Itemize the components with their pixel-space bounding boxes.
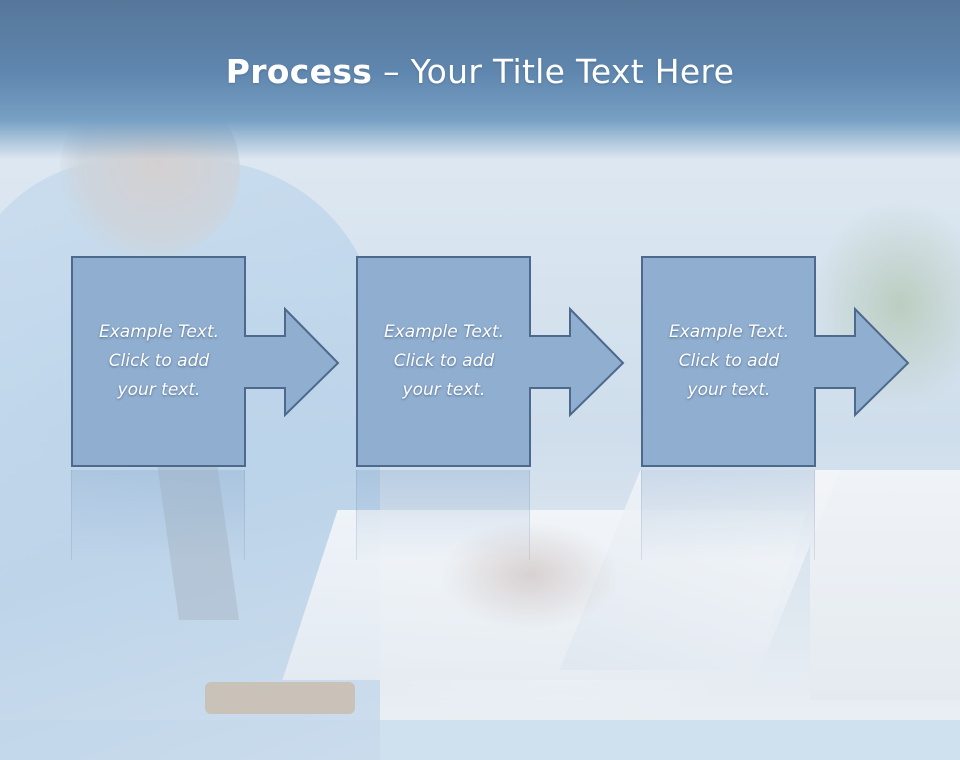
process-steps: Example Text. Click to add your text. Ex… [71,256,911,560]
background-hands [440,520,620,630]
process-step-1[interactable]: Example Text. Click to add your text. [71,256,341,468]
slide-title[interactable]: Process – Your Title Text Here [0,52,960,91]
step-3-arrow-shape [641,256,910,467]
step-2-reflection [356,470,530,560]
slide-title-rest: – Your Title Text Here [372,52,735,91]
process-step-2[interactable]: Example Text. Click to add your text. [356,256,626,468]
step-3-text[interactable]: Example Text. Click to add your text. [668,321,790,400]
step-2-arrow-shape [356,256,625,467]
step-1-arrow-shape [71,256,340,467]
title-band: Process – Your Title Text Here [0,0,960,160]
process-step-3[interactable]: Example Text. Click to add your text. [641,256,911,468]
step-3-reflection [641,470,815,560]
step-2-text[interactable]: Example Text. Click to add your text. [383,321,505,400]
step-1-reflection [71,470,245,560]
slide-title-bold: Process [225,52,373,91]
step-1-text[interactable]: Example Text. Click to add your text. [98,321,220,400]
background-papers [810,470,960,700]
background-wallet [205,682,355,714]
